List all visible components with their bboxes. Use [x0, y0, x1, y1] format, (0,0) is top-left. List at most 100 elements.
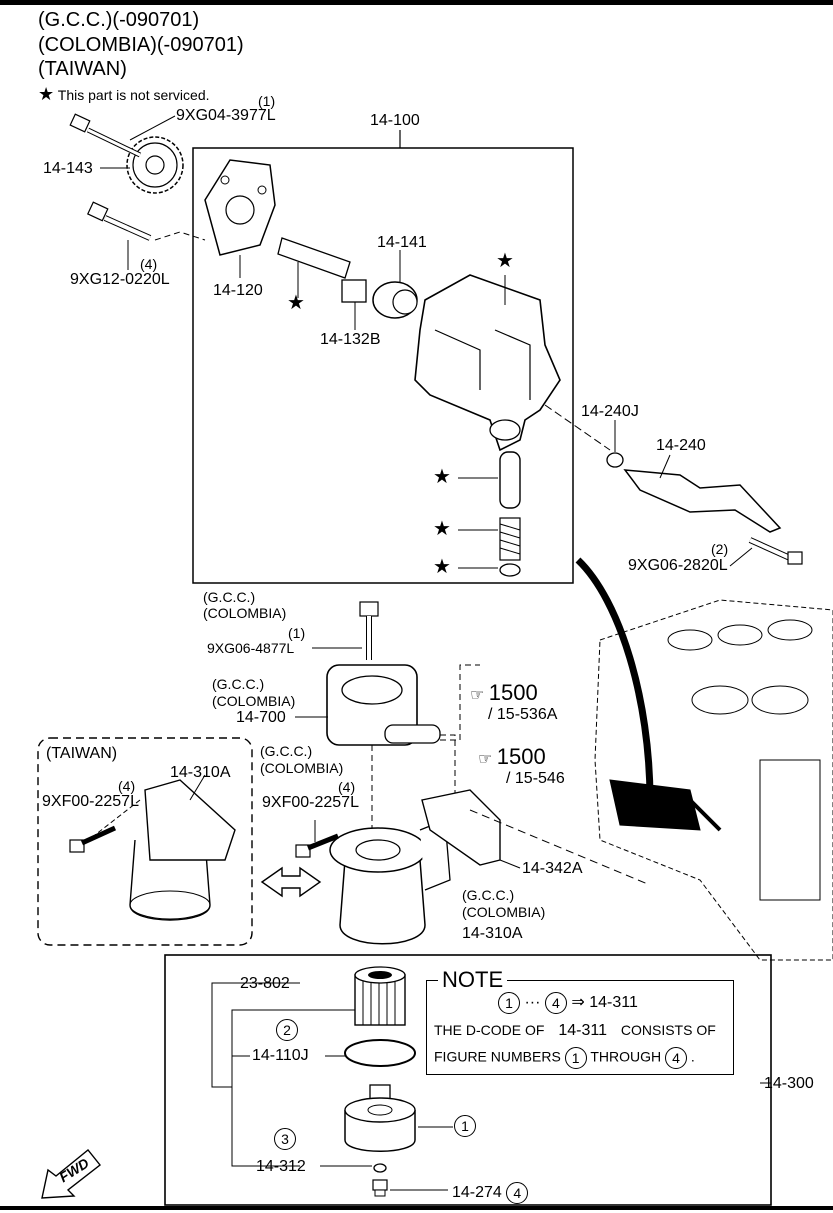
label-9xg06-2820l: 9XG06-2820L: [628, 557, 728, 574]
figure-number-3: 3: [274, 1128, 296, 1150]
filter-cap: [344, 1084, 416, 1152]
note-range: 1 ··· 4 ⇒ 14-311: [498, 992, 638, 1014]
note-box: [426, 980, 734, 1075]
ref-15-536a: / 15-536A: [488, 706, 558, 723]
label-14-240j: 14-240J: [581, 403, 639, 420]
ref-15-546: / 15-546: [506, 770, 565, 787]
taiwan-box: [37, 737, 253, 946]
o-ring-14-110j: [344, 1039, 416, 1067]
ref-1500-b: ☞ 1500: [478, 746, 546, 769]
note-line-3-n2: 4: [665, 1047, 687, 1069]
sprocket-14-143: [126, 136, 184, 194]
outer-rotor-14-141: [372, 281, 418, 319]
filter-housing-taiwan: [129, 779, 236, 921]
figure-number-1: 1: [454, 1115, 476, 1137]
label-14-100: 14-100: [370, 112, 420, 129]
bolt-9xf00-gcc: [295, 833, 339, 858]
note-colombia: (COLOMBIA): [462, 904, 546, 920]
bottom-rule: [0, 1206, 833, 1210]
note-colombia: (COLOMBIA): [260, 760, 344, 776]
legend: ★ This part is not serviced.: [38, 84, 210, 104]
label-14-700: 14-700: [236, 709, 286, 726]
note-range-dots: ···: [524, 994, 541, 1012]
label-14-240: 14-240: [656, 437, 706, 454]
legend-text: This part is not serviced.: [57, 87, 210, 103]
hand-pointer-icon: ☞: [478, 751, 493, 768]
label-9xg12-0220l: 9XG12-0220L: [70, 271, 170, 288]
engine-block: [594, 599, 833, 961]
note-line-3: FIGURE NUMBERS 1 THROUGH 4 .: [434, 1047, 695, 1069]
note-line-2-code: 14-311: [558, 1022, 607, 1039]
star-icon: ★: [496, 250, 514, 272]
hand-pointer-icon: ☞: [470, 687, 485, 704]
star-icon: ★: [433, 466, 451, 488]
label-14-310a-gcc: 14-310A: [462, 925, 523, 942]
qty-9xg04: (1): [258, 93, 276, 109]
oil-filter-box: [164, 954, 772, 1206]
top-rule: [0, 0, 833, 5]
label-14-342a: 14-342A: [522, 860, 583, 877]
note-range-to: 4: [544, 992, 567, 1014]
star-icon: ★: [433, 518, 451, 540]
pointer-arrow: [575, 557, 654, 801]
note-colombia: (COLOMBIA): [203, 605, 287, 621]
o-ring-14-312: [373, 1163, 387, 1173]
label-14-300: 14-300: [764, 1075, 814, 1092]
ref-1500-a-num: 1500: [488, 680, 538, 705]
qty-9xf00-gcc: (4): [338, 779, 356, 795]
label-9xf00-2257l-taiwan: 9XF00-2257L: [42, 793, 139, 810]
note-line-3-b: THROUGH: [590, 1048, 662, 1065]
relief-plug: [499, 563, 521, 577]
clip-14-240j: [606, 452, 624, 468]
note-line-2-a: THE D-CODE OF: [434, 1022, 545, 1038]
figure-number-3-circle: 3: [274, 1128, 296, 1150]
label-14-274-code: 14-274: [452, 1184, 502, 1202]
bolt-9xg12: [86, 201, 152, 241]
note-gcc: (G.C.C.): [462, 887, 515, 903]
filter-housing-gcc: [329, 819, 451, 945]
label-14-110j: 14-110J: [252, 1047, 309, 1064]
header-line-1: (G.C.C.)(-090701): [38, 9, 200, 31]
label-14-310a-taiwan: 14-310A: [170, 764, 231, 781]
bolt-9xg04: [69, 113, 142, 158]
note-line-3-n1: 1: [564, 1047, 587, 1069]
note-colombia: (COLOMBIA): [212, 693, 296, 709]
bolt-9xf00-taiwan: [69, 825, 117, 853]
label-23-802: 23-802: [240, 975, 290, 992]
note-gcc: (G.C.C.): [203, 589, 256, 605]
relief-spring: [499, 517, 521, 561]
relief-plunger: [499, 451, 521, 509]
plate-14-120: [204, 159, 276, 256]
note-line-3-a: FIGURE NUMBERS: [434, 1048, 561, 1065]
label-14-312: 14-312: [256, 1158, 306, 1175]
inner-rotor-14-132b: [341, 279, 367, 303]
label-14-132b: 14-132B: [320, 331, 381, 348]
label-14-141: 14-141: [377, 234, 427, 251]
note-line-2-b: CONSISTS OF: [620, 1022, 716, 1038]
star-icon: ★: [433, 556, 451, 578]
label-14-120: 14-120: [213, 282, 263, 299]
label-taiwan: (TAIWAN): [46, 745, 118, 762]
header-line-2: (COLOMBIA)(-090701): [38, 34, 244, 56]
ref-1500-b-num: 1500: [496, 744, 546, 769]
bolt-9xg06-4877: [359, 601, 379, 660]
swap-arrow-icon: [260, 866, 322, 898]
qty-9xg06-4877: (1): [288, 625, 306, 641]
label-9xf00-2257l-gcc: 9XF00-2257L: [262, 794, 359, 811]
oil-pump-assembly-box: [192, 147, 574, 584]
arrow-right-icon: ⇒: [571, 994, 585, 1012]
label-14-274: 14-274 4: [452, 1182, 529, 1204]
label-9xg04-3977l: 9XG04-3977L: [176, 107, 276, 124]
filter-element-23-802: [354, 966, 406, 1026]
star-icon: ★: [38, 84, 55, 104]
shaft: [277, 237, 351, 279]
qty-9xf00-taiwan: (4): [118, 778, 136, 794]
figure-number-1-circle: 1: [454, 1115, 476, 1137]
ref-1500-a: ☞ 1500: [470, 682, 538, 705]
figure-number-2-circle: 2: [276, 1019, 298, 1041]
label-9xg06-4877l: 9XG06-4877L: [207, 640, 295, 656]
note-line-2: THE D-CODE OF 14-311 CONSISTS OF: [434, 1022, 716, 1039]
note-range-code: 14-311: [589, 994, 638, 1012]
bolt-9xg06-2820: [748, 537, 803, 565]
